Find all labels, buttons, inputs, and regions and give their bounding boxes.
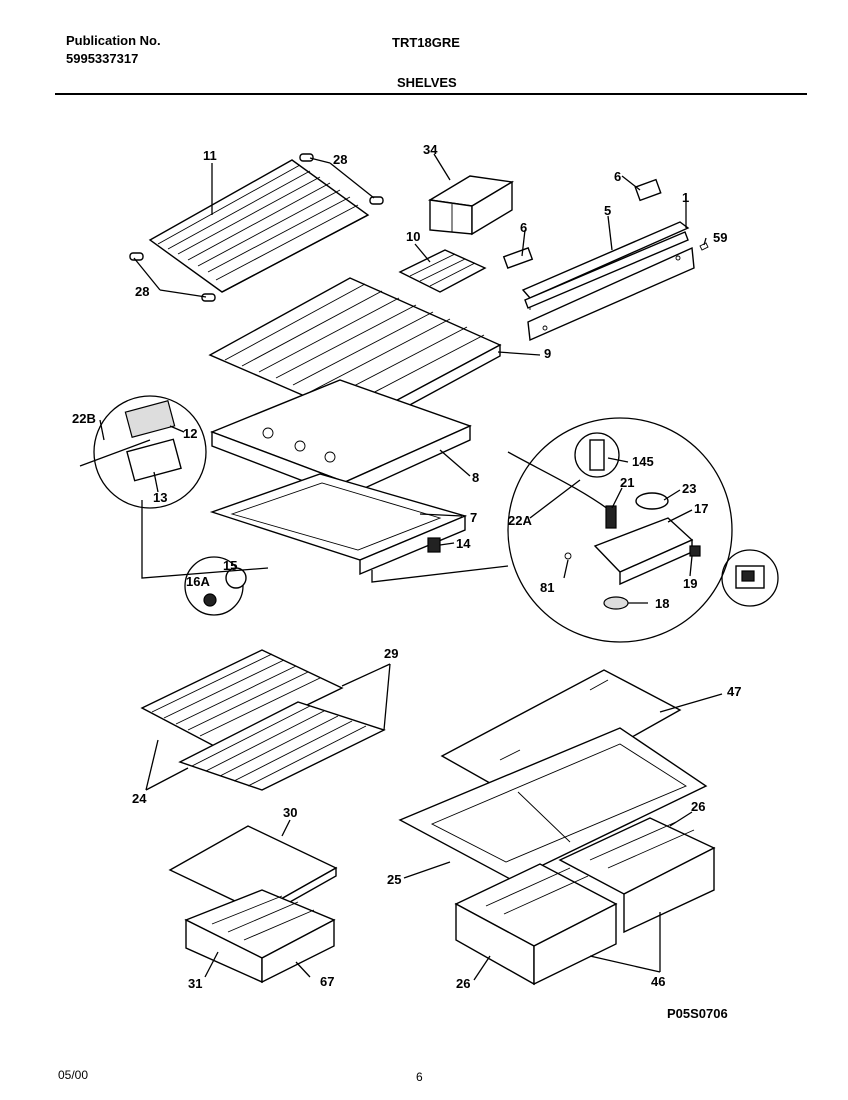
callout-28-lower: 28 bbox=[135, 284, 149, 299]
crisper-pan-26-right bbox=[558, 817, 716, 934]
page-number: 6 bbox=[416, 1070, 423, 1084]
shelf-cover-5 bbox=[521, 221, 690, 310]
leader-24 bbox=[145, 739, 159, 791]
tray-7 bbox=[209, 473, 468, 576]
switch-14 bbox=[427, 537, 441, 553]
leader-13 bbox=[141, 500, 269, 579]
leader-29b bbox=[383, 663, 391, 731]
callout-17: 17 bbox=[694, 501, 708, 516]
crisper-pan-26-left bbox=[454, 863, 618, 986]
callout-81: 81 bbox=[540, 580, 554, 595]
callout-26: 26 bbox=[691, 799, 705, 814]
crisper-frame-25 bbox=[398, 727, 708, 881]
callout-15: 15 bbox=[223, 558, 237, 573]
callout-29: 29 bbox=[384, 646, 398, 661]
detail-control-housing bbox=[507, 417, 733, 643]
callout-6-lower: 6 bbox=[520, 220, 527, 235]
callout-5: 5 bbox=[604, 203, 611, 218]
callout-23: 23 bbox=[682, 481, 696, 496]
callout-47: 47 bbox=[727, 684, 741, 699]
bracket-6-upper bbox=[634, 178, 662, 202]
detail-switch-19 bbox=[721, 549, 779, 607]
callout-22a: 22A bbox=[508, 513, 532, 528]
channel-1 bbox=[527, 246, 695, 342]
diagram-reference-code: P05S0706 bbox=[667, 1006, 728, 1021]
callout-59: 59 bbox=[713, 230, 727, 245]
callout-1: 1 bbox=[682, 190, 689, 205]
callout-18: 18 bbox=[655, 596, 669, 611]
callout-12: 12 bbox=[183, 426, 197, 441]
callout-25: 25 bbox=[387, 872, 401, 887]
callout-145: 145 bbox=[632, 454, 654, 469]
callout-30: 30 bbox=[283, 805, 297, 820]
wire-shelf-11 bbox=[148, 159, 370, 293]
callout-8: 8 bbox=[472, 470, 479, 485]
callout-24: 24 bbox=[132, 791, 147, 806]
wire-shelves-29 bbox=[140, 649, 386, 791]
publication-label: Publication No. bbox=[66, 33, 161, 48]
callout-22b: 22B bbox=[72, 411, 96, 426]
detail-lamp-socket bbox=[184, 556, 247, 616]
callout-21: 21 bbox=[620, 475, 634, 490]
crisper-pan-31 bbox=[184, 889, 336, 984]
detail-light-switch bbox=[79, 395, 207, 509]
callout-31: 31 bbox=[188, 976, 202, 991]
publication-date: 05/00 bbox=[58, 1068, 89, 1082]
shelf-end-caps-28 bbox=[129, 153, 384, 302]
leader-29 bbox=[341, 663, 391, 687]
callout-14: 14 bbox=[456, 536, 471, 551]
leader-7 bbox=[371, 565, 509, 583]
section-title: SHELVES bbox=[397, 75, 457, 90]
callout-7: 7 bbox=[470, 510, 477, 525]
callout-46: 46 bbox=[651, 974, 665, 989]
callout-13: 13 bbox=[153, 490, 167, 505]
publication-number: 5995337317 bbox=[66, 51, 139, 66]
header-rule bbox=[55, 93, 807, 95]
callout-34: 34 bbox=[423, 142, 438, 157]
leader-lines bbox=[99, 153, 723, 981]
callout-11: 11 bbox=[203, 148, 217, 163]
model-number: TRT18GRE bbox=[392, 35, 460, 50]
callout-10: 10 bbox=[406, 229, 420, 244]
callout-6: 6 bbox=[614, 169, 621, 184]
egg-tray-10 bbox=[398, 249, 487, 293]
callout-67: 67 bbox=[320, 974, 334, 989]
callout-16a: 16A bbox=[186, 574, 210, 589]
callout-labels: 11 28 34 6 1 5 59 10 6 28 9 22B 12 13 8 … bbox=[72, 142, 741, 991]
leader-24b bbox=[145, 767, 189, 791]
bracket-6-lower bbox=[502, 247, 534, 269]
callout-9: 9 bbox=[544, 346, 551, 361]
dairy-bin-34 bbox=[427, 175, 515, 236]
callout-19: 19 bbox=[683, 576, 697, 591]
callout-26-lower: 26 bbox=[456, 976, 470, 991]
callout-28: 28 bbox=[333, 152, 347, 167]
